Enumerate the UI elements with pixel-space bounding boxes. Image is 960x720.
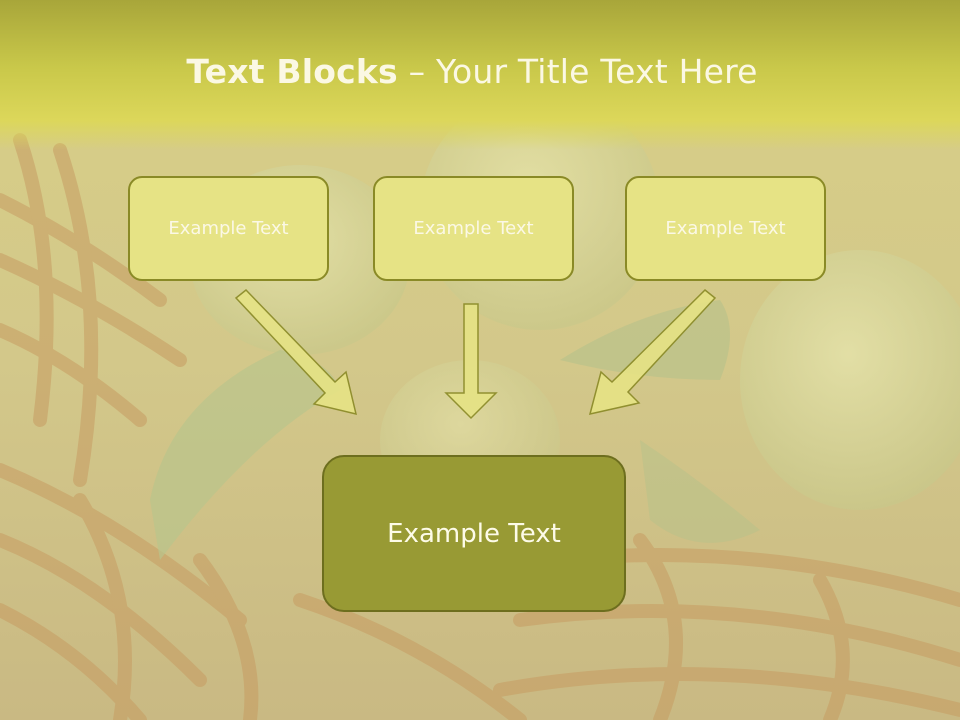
title-band (0, 0, 960, 150)
arrow-left-icon (234, 288, 358, 416)
title-bold-text: Text Blocks (186, 52, 398, 91)
main-text-block-label: Example Text (387, 518, 561, 549)
arrow-down-icon (444, 303, 498, 420)
text-block-2-label: Example Text (413, 218, 534, 239)
text-block-3[interactable]: Example Text (625, 176, 826, 281)
title-rest-text: – Your Title Text Here (397, 52, 758, 91)
text-block-3-label: Example Text (665, 218, 786, 239)
slide-title: Text Blocks – Your Title Text Here (0, 52, 944, 91)
text-block-1-label: Example Text (168, 218, 289, 239)
main-text-block[interactable]: Example Text (322, 455, 626, 612)
text-block-2[interactable]: Example Text (373, 176, 574, 281)
arrow-right-icon (588, 288, 717, 416)
text-block-1[interactable]: Example Text (128, 176, 329, 281)
